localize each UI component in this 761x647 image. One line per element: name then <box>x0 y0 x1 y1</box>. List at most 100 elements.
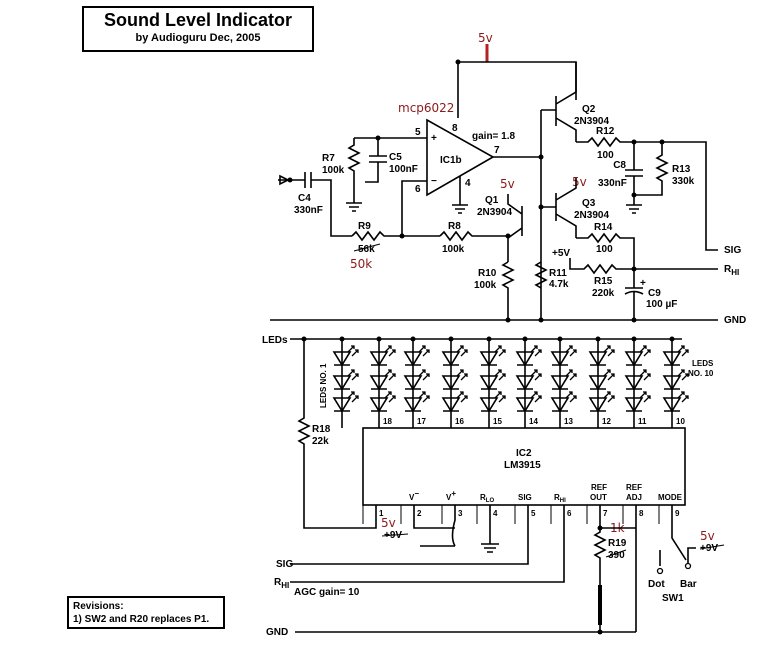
ic2-pin-number: 7 <box>603 509 608 518</box>
resistor-r19 <box>593 505 607 632</box>
led-diode <box>588 351 608 367</box>
led-diode <box>588 375 608 391</box>
wire-5v-rail <box>458 61 577 100</box>
led-diode <box>550 397 570 413</box>
capacitor-c8 <box>625 142 643 205</box>
ic2-refadj-b: ADJ <box>626 493 642 502</box>
led-light-arrows <box>494 345 506 357</box>
input-node <box>287 177 293 183</box>
r14-label: R14 <box>594 222 613 233</box>
led-diode <box>441 375 461 391</box>
sw1-lever <box>671 505 687 561</box>
r8-value: 100k <box>442 244 465 255</box>
c8-label: C8 <box>613 160 626 171</box>
opamp-minus: − <box>431 176 437 187</box>
r10-value: 100k <box>474 280 497 291</box>
junction <box>455 59 461 65</box>
led-light-arrows <box>456 369 468 381</box>
ic2-sig: SIG <box>518 493 532 502</box>
led-light-arrows <box>418 345 430 357</box>
led-light-arrows <box>494 391 506 403</box>
c9-value: 100 µF <box>646 299 677 310</box>
ic2-pin-number: 4 <box>493 509 498 518</box>
resistor-r10 <box>501 261 515 320</box>
q2-label: Q2 <box>582 104 596 115</box>
ground-symbol <box>626 204 642 214</box>
ic2-pin-number: 1 <box>379 509 384 518</box>
capacitor-c5 <box>365 138 387 183</box>
wire-pin8 <box>600 505 637 632</box>
led-light-arrows <box>565 391 577 403</box>
revisions-heading: Revisions: <box>73 601 124 612</box>
led-light-arrows <box>565 369 577 381</box>
r7-label: R7 <box>322 153 335 164</box>
opamp-plus: + <box>431 133 437 144</box>
led-diode <box>403 397 423 413</box>
junction <box>505 233 511 239</box>
led-light-arrows <box>494 369 506 381</box>
opamp-part-label: mcp6022 <box>398 101 454 115</box>
ground-symbol <box>452 204 468 214</box>
leds-no1-label: LEDS NO. 1 <box>319 363 328 408</box>
resistor-r13 <box>634 142 669 196</box>
led-light-arrows <box>418 369 430 381</box>
r11-value: 4.7k <box>549 279 569 290</box>
r13-value: 330k <box>672 176 695 187</box>
ic2-pin-number: 5 <box>531 509 536 518</box>
ic2-pin-number: 8 <box>639 509 644 518</box>
c5-value: 100nF <box>389 164 418 175</box>
led-diode <box>369 375 389 391</box>
ic2-rlo: RLO <box>480 493 494 504</box>
r14-value: 100 <box>596 244 613 255</box>
led-diode <box>332 351 352 367</box>
led-diode <box>515 351 535 367</box>
led-light-arrows <box>530 369 542 381</box>
c4-value: 330nF <box>294 205 323 216</box>
junction <box>301 336 307 342</box>
led-diode <box>479 351 499 367</box>
r12-value: 100 <box>597 150 614 161</box>
q2-part: 2N3904 <box>574 116 609 127</box>
led-pin-number: 12 <box>602 417 611 426</box>
wire-sig <box>662 141 718 251</box>
pin1-supply-new: 5v <box>381 516 396 530</box>
resistor-r15 <box>569 258 718 275</box>
led-light-arrows <box>384 391 396 403</box>
sig-net-label: SIG <box>724 245 741 256</box>
q3-part: 2N3904 <box>574 210 609 221</box>
led-light-arrows <box>530 391 542 403</box>
led-diode <box>662 351 682 367</box>
resistor-r8 <box>439 230 508 242</box>
resistor-r14 <box>576 232 635 269</box>
led-light-arrows <box>639 369 651 381</box>
ic2-pin-number: 6 <box>567 509 572 518</box>
resistor-r7 <box>347 138 361 195</box>
opamp-name: IC1b <box>440 155 462 166</box>
led-diode <box>662 397 682 413</box>
sw1-name: SW1 <box>662 593 684 604</box>
input-arrow <box>279 174 290 186</box>
r19-strike <box>605 549 627 558</box>
wire-pin6-rhi <box>290 505 565 583</box>
sw1-dot-label: Dot <box>648 579 665 590</box>
junction <box>522 336 528 342</box>
led-light-arrows <box>639 391 651 403</box>
pin1-strike <box>381 533 409 537</box>
junction <box>538 204 544 210</box>
bottom-rhi-label: RHI <box>274 577 289 590</box>
c9-label: C9 <box>648 288 661 299</box>
led-diode <box>441 397 461 413</box>
junction <box>376 336 382 342</box>
ic2-rhi: RHI <box>554 493 566 504</box>
opamp-pin8: 8 <box>452 123 458 134</box>
r18-value: 22k <box>312 436 329 447</box>
led-light-arrows <box>639 345 651 357</box>
r9-value-old: 56k <box>358 244 375 255</box>
junction <box>597 629 603 635</box>
r15-supply: +5V <box>552 248 570 259</box>
ic2-pin-number: 9 <box>675 509 680 518</box>
pin4-ground <box>481 505 499 553</box>
r10-label: R10 <box>478 268 497 279</box>
sw1-supply-new: 5v <box>700 529 715 543</box>
